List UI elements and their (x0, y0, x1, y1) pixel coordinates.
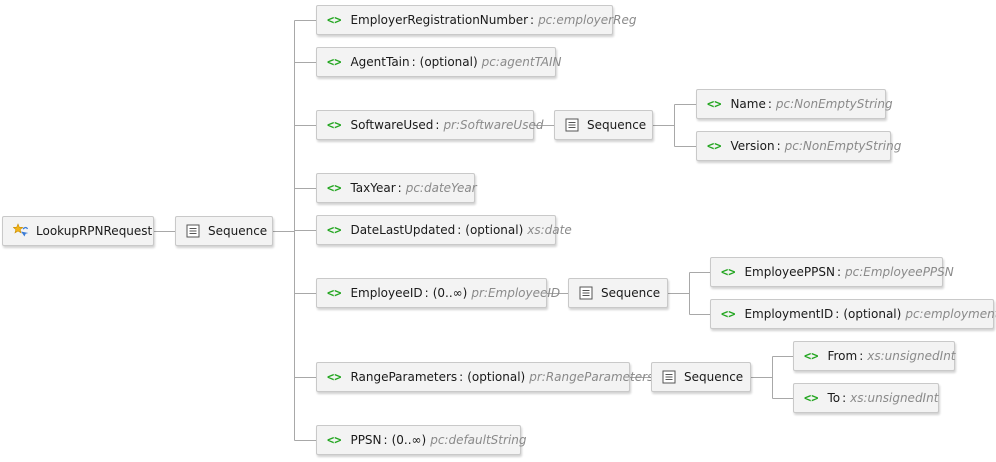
element-type: pr:SoftwareUsed (443, 118, 544, 132)
element-colon: : (411, 55, 416, 69)
element-icon: <> (327, 118, 342, 132)
element-colon: : (842, 391, 847, 405)
element-node-tax-year[interactable]: <> TaxYear: pc:dateYear (316, 173, 477, 203)
element-type: pc:employerReg (538, 13, 637, 27)
element-node-date-last-updated[interactable]: <> DateLastUpdated: (optional) xs:date (316, 215, 572, 245)
element-icon: <> (721, 265, 736, 279)
element-icon: <> (327, 181, 342, 195)
element-node-employee-id[interactable]: <> EmployeeID: (0..∞) pr:EmployeeID (316, 278, 560, 308)
element-node-employer-registration-number[interactable]: <> EmployerRegistrationNumber: pc:employ… (316, 5, 636, 35)
element-icon: <> (327, 286, 342, 300)
element-icon: <> (327, 433, 342, 447)
element-name: EmploymentID (744, 307, 834, 321)
element-colon: : (397, 181, 402, 195)
element-colon: : (435, 118, 440, 132)
element-type: pr:EmployeeID (471, 286, 561, 300)
root-element-node[interactable]: LookupRPNRequest (2, 216, 154, 246)
element-icon: <> (804, 391, 819, 405)
element-name: EmployeePPSN (744, 265, 835, 279)
element-colon: : (835, 307, 840, 321)
sequence-node-software-used[interactable]: Sequence (554, 110, 653, 140)
element-node-version[interactable]: <> Version: pc:NonEmptyString (696, 131, 901, 161)
element-colon: : (836, 265, 841, 279)
sequence-icon (186, 224, 200, 238)
element-type: pc:employmentID (905, 307, 996, 321)
element-modifier: (optional) (467, 370, 526, 384)
element-name: AgentTain (350, 55, 410, 69)
element-type: pr:RangeParameters (529, 370, 654, 384)
element-name: RangeParameters (350, 370, 458, 384)
element-type: pc:EmployeePPSN (845, 265, 954, 279)
element-name: Version (730, 139, 775, 153)
element-icon: <> (707, 97, 722, 111)
element-colon: : (767, 97, 772, 111)
element-node-software-used[interactable]: <> SoftwareUsed: pr:SoftwareUsed (316, 110, 543, 140)
element-modifier: (optional) (419, 55, 478, 69)
root-element-label: LookupRPNRequest (36, 224, 153, 238)
element-name: Name (730, 97, 766, 111)
element-type: pc:NonEmptyString (784, 139, 902, 153)
element-node-agent-tain[interactable]: <> AgentTain: (optional) pc:agentTAIN (316, 47, 562, 77)
element-node-employee-ppsn[interactable]: <> EmployeePPSN: pc:EmployeePPSN (710, 257, 954, 287)
sequence-node-main[interactable]: Sequence (175, 216, 273, 246)
element-icon: <> (327, 370, 342, 384)
root-element-icon (13, 223, 29, 239)
element-node-to[interactable]: <> To: xs:unsignedInt (793, 383, 939, 413)
element-type: pc:NonEmptyString (775, 97, 893, 111)
element-name: EmployeeID (350, 286, 423, 300)
sequence-icon (565, 118, 579, 132)
element-name: From (827, 349, 858, 363)
element-icon: <> (327, 55, 342, 69)
element-node-employment-id[interactable]: <> EmploymentID: (optional) pc:employmen… (710, 299, 996, 329)
element-icon: <> (721, 307, 736, 321)
sequence-label: Sequence (208, 224, 268, 238)
element-icon: <> (707, 139, 722, 153)
element-type: xs:date (527, 223, 572, 237)
element-name: DateLastUpdated (350, 223, 456, 237)
element-node-range-parameters[interactable]: <> RangeParameters: (optional) pr:RangeP… (316, 362, 653, 392)
element-type: pc:agentTAIN (481, 55, 562, 69)
element-name: PPSN (350, 433, 382, 447)
element-name: EmployerRegistrationNumber (350, 13, 529, 27)
element-colon: : (459, 370, 464, 384)
element-colon: : (776, 139, 781, 153)
element-colon: : (424, 286, 429, 300)
sequence-icon (662, 370, 676, 384)
sequence-icon (579, 286, 593, 300)
element-type: pc:dateYear (405, 181, 477, 195)
element-name: SoftwareUsed (350, 118, 434, 132)
element-node-name[interactable]: <> Name: pc:NonEmptyString (696, 89, 893, 119)
element-modifier: (0..∞) (391, 433, 427, 447)
element-icon: <> (327, 223, 342, 237)
element-type: xs:unsignedInt (867, 349, 956, 363)
element-modifier: (0..∞) (432, 286, 468, 300)
sequence-node-range-parameters[interactable]: Sequence (651, 362, 751, 392)
sequence-label: Sequence (684, 370, 744, 384)
element-colon: : (457, 223, 462, 237)
element-colon: : (530, 13, 535, 27)
element-modifier: (optional) (843, 307, 902, 321)
element-node-ppsn[interactable]: <> PPSN: (0..∞) pc:defaultString (316, 425, 527, 455)
sequence-label: Sequence (587, 118, 647, 132)
element-name: To (827, 391, 841, 405)
element-colon: : (383, 433, 388, 447)
sequence-label: Sequence (601, 286, 661, 300)
element-node-from[interactable]: <> From: xs:unsignedInt (793, 341, 956, 371)
element-icon: <> (327, 13, 342, 27)
element-colon: : (859, 349, 864, 363)
element-modifier: (optional) (465, 223, 524, 237)
sequence-node-employee-id[interactable]: Sequence (568, 278, 668, 308)
element-type: xs:unsignedInt (850, 391, 939, 405)
element-icon: <> (804, 349, 819, 363)
element-name: TaxYear (350, 181, 396, 195)
element-type: pc:defaultString (430, 433, 527, 447)
